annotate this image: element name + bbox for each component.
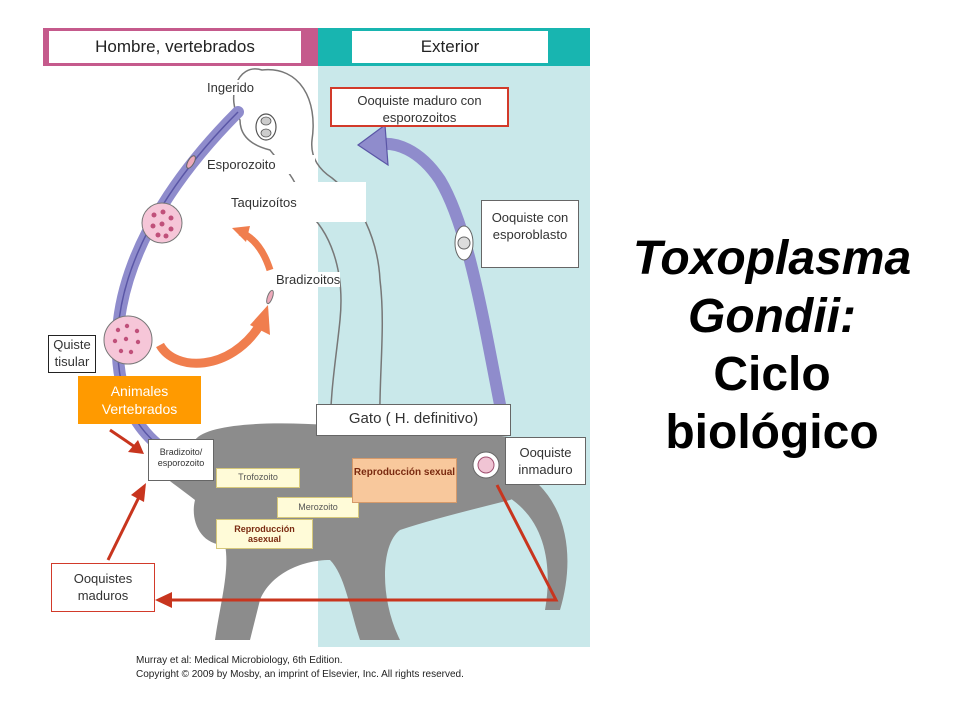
- orange-arrow-bottom: [156, 322, 264, 368]
- footer-line-2: Copyright © 2009 by Mosby, an imprint of…: [136, 669, 464, 680]
- sporozoite-label: Esporozoito: [207, 155, 315, 174]
- tachyzoites-label: Taquizoítos: [231, 182, 366, 222]
- title-line-4: biológico: [665, 406, 879, 459]
- red-arrow-vertebrates: [109, 428, 136, 449]
- host-header-label: Hombre, vertebrados: [49, 31, 301, 63]
- sexual-reproduction-box: Reproducción sexual: [352, 458, 457, 503]
- immature-oocyst-box: Ooquiste inmaduro: [505, 437, 586, 485]
- mature-oocyst-box: Ooquiste maduro con esporozoitos: [330, 87, 509, 127]
- cat-host-box: Gato ( H. definitivo): [316, 404, 511, 436]
- red-arrow-return: [170, 484, 559, 602]
- red-arrow-oocysts: [106, 494, 142, 561]
- exterior-cycle-arrow: [369, 137, 511, 436]
- human-silhouette: [232, 68, 384, 441]
- asexual-reproduction-box: Reproducción asexual: [216, 519, 313, 549]
- mature-oocysts-box: Ooquistes maduros: [51, 563, 155, 612]
- bradyzoite-sporozoite-box: Bradizoito/ esporozoito: [148, 439, 214, 481]
- tissue-cyst-label: Quiste tisular: [48, 335, 96, 373]
- title-line-3: Ciclo: [713, 348, 831, 401]
- title-line-2: Gondii:: [688, 290, 856, 343]
- tissue-cyst: [103, 315, 153, 365]
- exterior-header-label: Exterior: [352, 31, 548, 63]
- bradyzoite-shape: [266, 289, 274, 305]
- sporozoite-shape: [186, 155, 196, 169]
- ingested-label: Ingerido: [207, 80, 254, 95]
- slide-title: Toxoplasma Gondii: Ciclo biológico: [612, 230, 932, 462]
- merozoite-box: Merozoito: [277, 497, 359, 518]
- trophozoite-box: Trofozoito: [216, 468, 300, 488]
- copyright-footer: Murray et al: Medical Microbiology, 6th …: [136, 654, 464, 682]
- footer-line-1: Murray et al: Medical Microbiology, 6th …: [136, 655, 343, 666]
- sporoblast-oocyst-box: Ooquiste con esporoblasto: [481, 200, 579, 268]
- vertebrate-animals-box: Animales Vertebrados: [78, 376, 201, 424]
- title-line-1: Toxoplasma: [632, 232, 912, 285]
- bradyzoites-label: Bradizoitos: [276, 272, 341, 287]
